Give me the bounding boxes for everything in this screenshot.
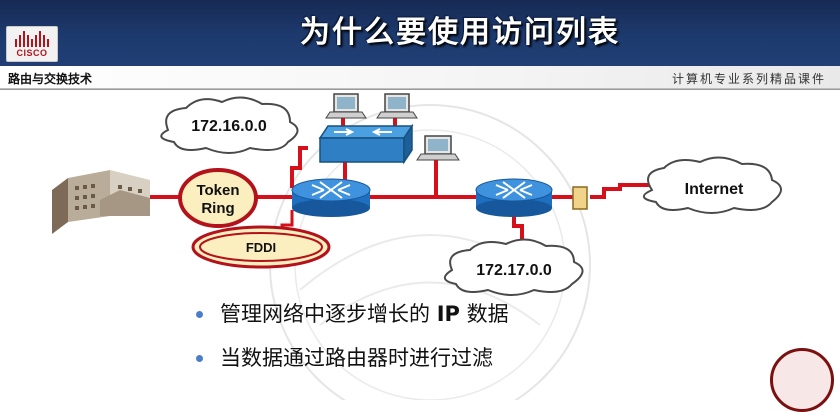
token-ring-label-line2: Ring [201,200,234,217]
bullet-item: 管理网络中逐步增长的 IP 数据 [190,292,750,336]
serial-link-network-a [290,146,308,188]
course-name: 路由与交换技术 [8,72,93,86]
network-a-label: 172.16.0.0 [191,118,267,135]
csu-dsu-icon [572,186,588,210]
fddi-ring-icon [191,225,331,269]
subheader-strip: 路由与交换技术 计算机专业系列精品课件 [0,66,840,89]
pc-icon [325,93,367,119]
content-area: 172.16.0.0 [0,90,840,400]
fddi-label: FDDI [246,240,276,255]
bullet-list: 管理网络中逐步增长的 IP 数据 当数据通过路由器时进行过滤 [190,292,750,380]
cisco-bars-icon [15,31,49,47]
internet-cloud [643,156,782,214]
internet-label: Internet [685,181,744,198]
network-cloud-172-16 [160,96,299,154]
bullet-dot-icon [196,311,203,318]
router-icon [291,178,371,217]
divider [0,89,840,90]
building-icon [52,170,150,234]
switch-icon [318,123,414,165]
bullet-text-suffix: 数据 [459,302,509,326]
pc-icon [416,135,460,161]
page-title: 为什么要使用访问列表 [300,15,620,50]
token-ring-icon [178,168,258,228]
school-emblem-icon [770,348,834,412]
series-name: 计算机专业系列精品课件 [671,72,826,86]
bullet-text-prefix: 管理网络中逐步增长的 [220,302,437,326]
cisco-logo: CISCO [6,26,58,62]
pc-icon [376,93,418,119]
logo-text: CISCO [16,48,48,58]
token-ring-label-line1: Token [196,182,239,199]
network-diagram: 172.16.0.0 [52,93,782,400]
title-bar: CISCO 为什么要使用访问列表 [0,0,840,66]
bullet-text: 当数据通过路由器时进行过滤 [220,346,493,370]
bullet-dot-icon [196,355,203,362]
bullet-item: 当数据通过路由器时进行过滤 [190,336,750,380]
router-icon [475,178,553,217]
network-b-label: 172.17.0.0 [476,262,552,279]
serial-link-internet [590,183,650,199]
bullet-text-bold: IP [436,302,460,326]
network-cloud-172-17 [444,238,584,296]
